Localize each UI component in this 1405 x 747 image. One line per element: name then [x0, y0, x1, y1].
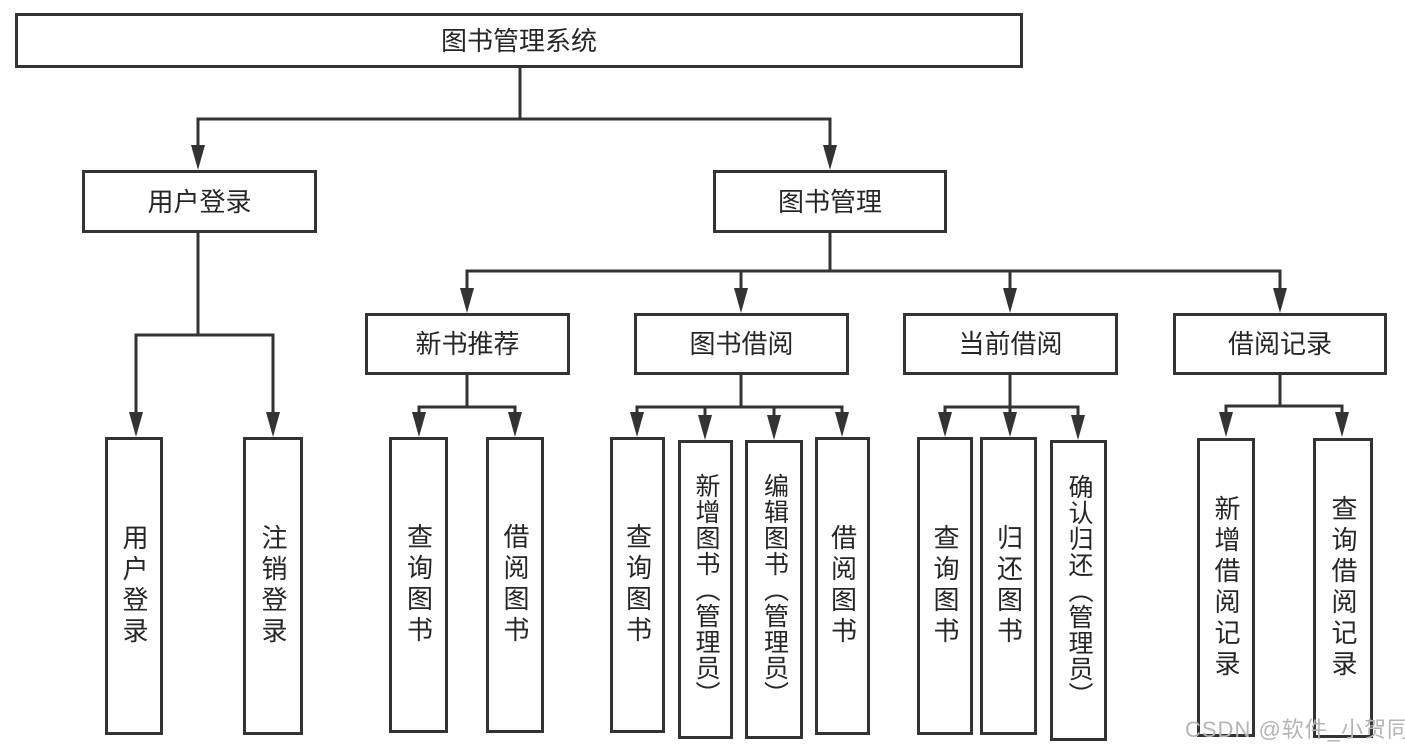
node-book-management: 图书管理 — [713, 170, 947, 233]
leaf-bb-borrow-books: 借阅图书 — [815, 437, 870, 735]
leaf-cb-confirm-return-admin: 确认归还（管理员） — [1050, 440, 1107, 741]
leaf-br-add-record: 新增借阅记录 — [1197, 438, 1255, 737]
node-new-book-recommend: 新书推荐 — [365, 313, 570, 375]
node-current-borrowing: 当前借阅 — [903, 313, 1118, 375]
leaf-bb-query-books: 查询图书 — [610, 437, 665, 733]
node-user-login: 用户登录 — [82, 170, 317, 233]
leaf-cb-query-books: 查询图书 — [917, 437, 973, 735]
leaf-br-query-record: 查询借阅记录 — [1313, 438, 1373, 738]
leaf-cb-return-books: 归还图书 — [980, 437, 1037, 735]
csdn-watermark: CSDN @软件_小贺同学 — [1185, 717, 1405, 742]
leaf-nbr-borrow-books: 借阅图书 — [486, 437, 544, 733]
node-borrow-records: 借阅记录 — [1173, 313, 1387, 375]
leaf-bb-edit-books-admin: 编辑图书（管理员） — [745, 440, 803, 739]
leaf-logout: 注销登录 — [243, 437, 303, 735]
leaf-user-login: 用户登录 — [105, 437, 163, 735]
leaf-nbr-query-books: 查询图书 — [389, 437, 448, 733]
leaf-bb-add-books-admin: 新增图书（管理员） — [678, 440, 733, 739]
node-library-system: 图书管理系统 — [15, 13, 1023, 68]
node-book-borrowing: 图书借阅 — [634, 313, 849, 375]
